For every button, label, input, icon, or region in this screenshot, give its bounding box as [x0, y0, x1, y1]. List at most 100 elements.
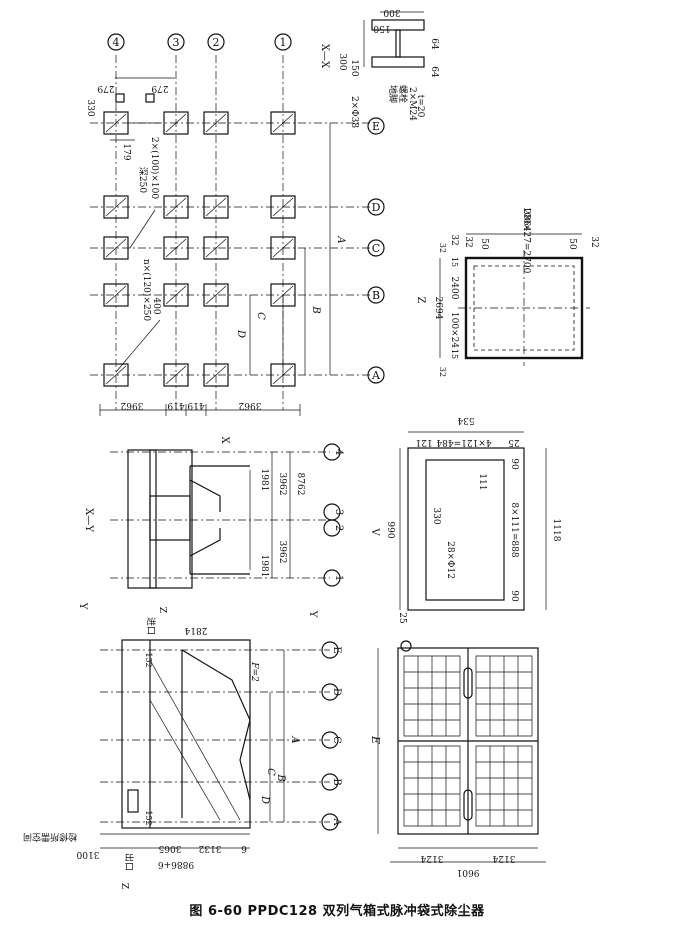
z-dim-50-a: 50 — [479, 238, 489, 250]
yy-z-marker-bottom: Z — [119, 883, 129, 889]
xx-plate: t=20 — [415, 95, 425, 118]
z-dim-32-e: 32 — [438, 367, 447, 377]
v-dim-990: 990 — [385, 521, 395, 538]
z-overall-top: 2864 — [521, 209, 531, 232]
bottom-dim-3124-b: 3124 — [492, 853, 515, 863]
z-dim-32-c: 32 — [589, 236, 599, 247]
yy-marker-y-left: Y — [77, 602, 88, 610]
xy-dim-1981-b: 1981 — [259, 555, 269, 578]
z-dim-32-d: 32 — [438, 243, 447, 253]
xy-grid-3: 3 — [333, 509, 344, 515]
plan-note-pit-size: 2×(100)×100 — [149, 137, 160, 199]
plan-letter-c: C — [255, 312, 266, 320]
plan-letter-d: D — [235, 329, 246, 338]
v-dim-330: 330 — [431, 507, 441, 524]
yy-letter-a: A — [289, 735, 300, 743]
xx-dim-300-side: 300 — [337, 53, 347, 70]
z-dim-2400: 2400 — [449, 277, 459, 300]
v-dim-pitch-side: 8×111=888 — [509, 502, 519, 557]
yy-dim-6: 6 — [241, 843, 247, 853]
plan-dim-179: 179 — [121, 143, 131, 160]
grid-e: E — [372, 120, 380, 133]
yy-dim-3065: 3065 — [158, 843, 181, 853]
bottom-dim-9601: 9601 — [457, 867, 480, 877]
yy-z-marker-top: Z — [157, 607, 167, 613]
grid-1: 1 — [280, 36, 287, 49]
bottom-label-e: E — [369, 735, 382, 744]
v-dim-1118: 1118 — [551, 519, 561, 542]
plan-dim-419-b: 419 — [187, 400, 204, 410]
plan-dim-279-a: 279 — [97, 83, 114, 93]
xx-dim-64-a: 64 — [429, 38, 439, 50]
v-dim-90-a: 90 — [509, 458, 519, 470]
xy-dim-1981-a: 1981 — [259, 469, 269, 492]
elevation-x-y: 4 3 2 1 X—Y X 1981 3962 8762 3962 1981 — [83, 436, 344, 589]
xy-dim-3962-b: 3962 — [277, 541, 287, 564]
grid-d: D — [372, 201, 381, 214]
plan-note-bolt-size: 2×M24 — [407, 87, 417, 121]
view-v: V 534 25 4×121=484 121 990 330 111 90 8×… — [369, 415, 561, 624]
yy-dim-3132: 3132 — [199, 843, 222, 853]
plan-dim-3962-b: 3962 — [239, 400, 262, 410]
v-label: V — [369, 527, 380, 536]
yy-letter-b: B — [275, 773, 286, 781]
v-dim-25-side: 25 — [397, 612, 407, 624]
yy-grid-e: E — [331, 646, 342, 653]
yy-letter-c: C — [265, 768, 276, 776]
bag-grid — [400, 640, 533, 827]
xy-grid-1: 1 — [333, 575, 344, 581]
xx-dim-64-b: 64 — [429, 66, 439, 78]
foundation-plan: 4 3 2 1 A B C D E 3962 419 419 3962 279 … — [85, 33, 417, 416]
section-x-x: X—X 300 150 150 300 64 64 t=20 — [319, 7, 439, 118]
yy-dim-152-b: 152 — [144, 810, 153, 825]
v-dim-111: 111 — [477, 473, 487, 490]
v-dim-534: 534 — [457, 415, 474, 425]
compartment-plan: E 3124 3124 9601 — [369, 640, 546, 877]
plan-dim-3962-a: 3962 — [121, 400, 144, 410]
yy-clear-note: 检修所需空间 — [23, 831, 77, 843]
xy-dim-8762: 8762 — [295, 473, 305, 496]
xx-label: X—X — [319, 44, 330, 69]
plan-note-bolt-1: 地脚 — [387, 85, 399, 103]
v-dim-pitch-top: 4×121=484 — [436, 437, 491, 447]
yy-marker-y-right: Y — [307, 610, 318, 618]
plan-dim-419-a: 419 — [167, 400, 184, 410]
plan-letter-b: B — [310, 305, 321, 313]
figure-caption: 图 6-60 PPDC128 双列气箱式脉冲袋式除尘器 — [0, 900, 674, 919]
z-dim-15-a: 15 — [450, 257, 459, 267]
yy-dim-9886: 9886+6 — [158, 859, 194, 869]
yy-dim-3100: 3100 — [76, 849, 99, 859]
base-plates — [103, 93, 296, 387]
grid-2: 2 — [213, 36, 220, 49]
yy-grid-d: D — [331, 688, 342, 696]
v-dim-90-b: 90 — [509, 590, 519, 602]
plan-dim-279-b: 279 — [151, 83, 168, 93]
plan-dim-330: 330 — [85, 99, 95, 116]
bottom-dim-3124-a: 3124 — [420, 853, 443, 863]
plan-note-bolt-2: 螺栓 — [397, 85, 409, 103]
plan-note-400: 400 — [151, 297, 161, 314]
yy-dim-2814: 2814 — [184, 625, 207, 635]
yy-grid-a: A — [331, 817, 342, 826]
yy-grid-c: C — [331, 736, 342, 744]
z-dim-pitch-side: 100×24 — [449, 312, 459, 348]
xy-dim-3962-a: 3962 — [277, 473, 287, 496]
z-dim-32-b: 32 — [463, 236, 473, 247]
plan-letter-a: A — [335, 235, 346, 243]
grid-4: 4 — [113, 36, 120, 49]
v-dim-121: 121 — [415, 437, 432, 447]
grid-b: B — [372, 289, 380, 302]
grid-c: C — [372, 242, 380, 255]
z-label: Z — [415, 297, 426, 304]
plan-note-pit: 深250 — [137, 167, 148, 193]
v-holes: 28×Φ12 — [445, 541, 455, 579]
xx-dim-150-top: 150 — [373, 23, 390, 33]
xy-marker: X — [219, 436, 230, 444]
xy-label: X—Y — [83, 508, 94, 532]
z-dim-50-b: 50 — [567, 238, 577, 250]
xx-dim-150-side: 150 — [349, 59, 359, 76]
z-overall-side: 2694 — [433, 297, 443, 320]
yy-inlet: 进口 — [145, 617, 156, 635]
figure-title: PPDC128 双列气箱式脉冲袋式除尘器 — [247, 904, 485, 919]
